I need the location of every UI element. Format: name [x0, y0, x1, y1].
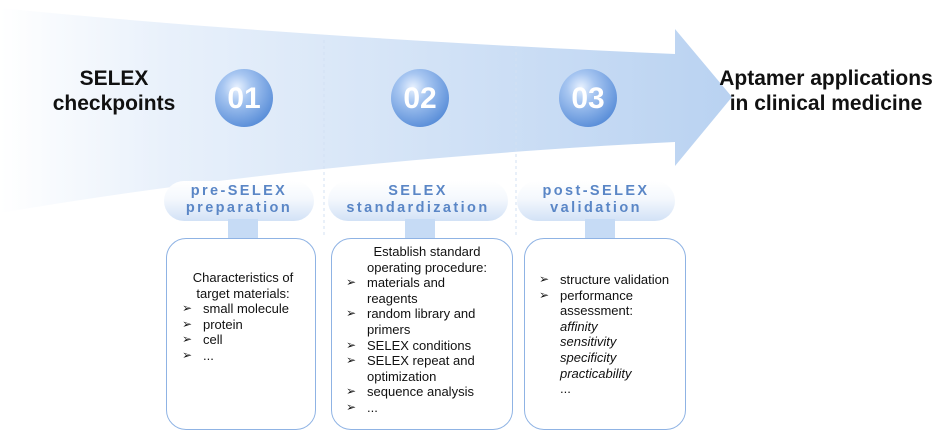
bullet-arrow-icon: ➢: [182, 332, 193, 347]
stage-label-post-selex: post-SELEX validation: [517, 181, 675, 221]
list-item: ➢SELEX conditions: [346, 337, 472, 353]
card-pre-selex-content: Characteristics of target materials: ➢sm…: [182, 270, 304, 364]
connector-01: [228, 219, 258, 239]
right-title: Aptamer applications in clinical medicin…: [719, 67, 933, 115]
step-circle-01: [215, 69, 273, 127]
bullet-arrow-icon: ➢: [346, 306, 357, 321]
list-item: ➢...: [182, 347, 214, 363]
list-item: ➢cell: [182, 332, 223, 348]
list-item: ➢...: [346, 399, 378, 415]
bullet-arrow-icon: ➢: [346, 353, 357, 368]
bullet-arrow-icon: ➢: [346, 275, 357, 290]
step-number-02: 02: [403, 82, 437, 115]
bullet-arrow-icon: ➢: [346, 399, 357, 414]
card-heading: Establish standard operating procedure:: [367, 244, 487, 275]
bullet-arrow-icon: ➢: [346, 337, 357, 352]
list-item: ➢structure validation: [539, 272, 670, 287]
assessment-criteria: affinity sensitivity specificity practic…: [560, 318, 632, 397]
card-pre-selex: Characteristics of target materials: ➢sm…: [166, 238, 316, 430]
stage-label-pre-selex: pre-SELEX preparation: [164, 181, 314, 221]
bullet-arrow-icon: ➢: [182, 347, 193, 362]
step-circle-03: [559, 69, 617, 127]
list-item: ➢small molecule: [182, 301, 289, 317]
step-number-03: 03: [571, 82, 605, 115]
connector-02: [405, 219, 435, 239]
arrow-shape: [0, 8, 732, 213]
card-list: ➢small molecule ➢protein ➢cell ➢...: [182, 301, 304, 363]
list-item: ➢sequence analysis: [346, 384, 474, 400]
bullet-arrow-icon: ➢: [182, 316, 193, 331]
step-circle-02: [391, 69, 449, 127]
stage-label-selex: SELEX standardization: [328, 181, 508, 221]
step-number-01: 01: [227, 82, 261, 115]
card-selex: Establish standard operating procedure: …: [331, 238, 513, 430]
connector-03: [585, 219, 615, 239]
bullet-arrow-icon: ➢: [539, 287, 550, 302]
bullet-arrow-icon: ➢: [182, 301, 193, 316]
card-selex-content: Establish standard operating procedure: …: [346, 244, 508, 416]
bullet-arrow-icon: ➢: [539, 272, 550, 286]
left-title: SELEX checkpoints: [52, 67, 176, 115]
bullet-arrow-icon: ➢: [346, 384, 357, 399]
list-item: ➢protein: [182, 316, 243, 332]
card-heading: Characteristics of target materials:: [192, 270, 294, 301]
